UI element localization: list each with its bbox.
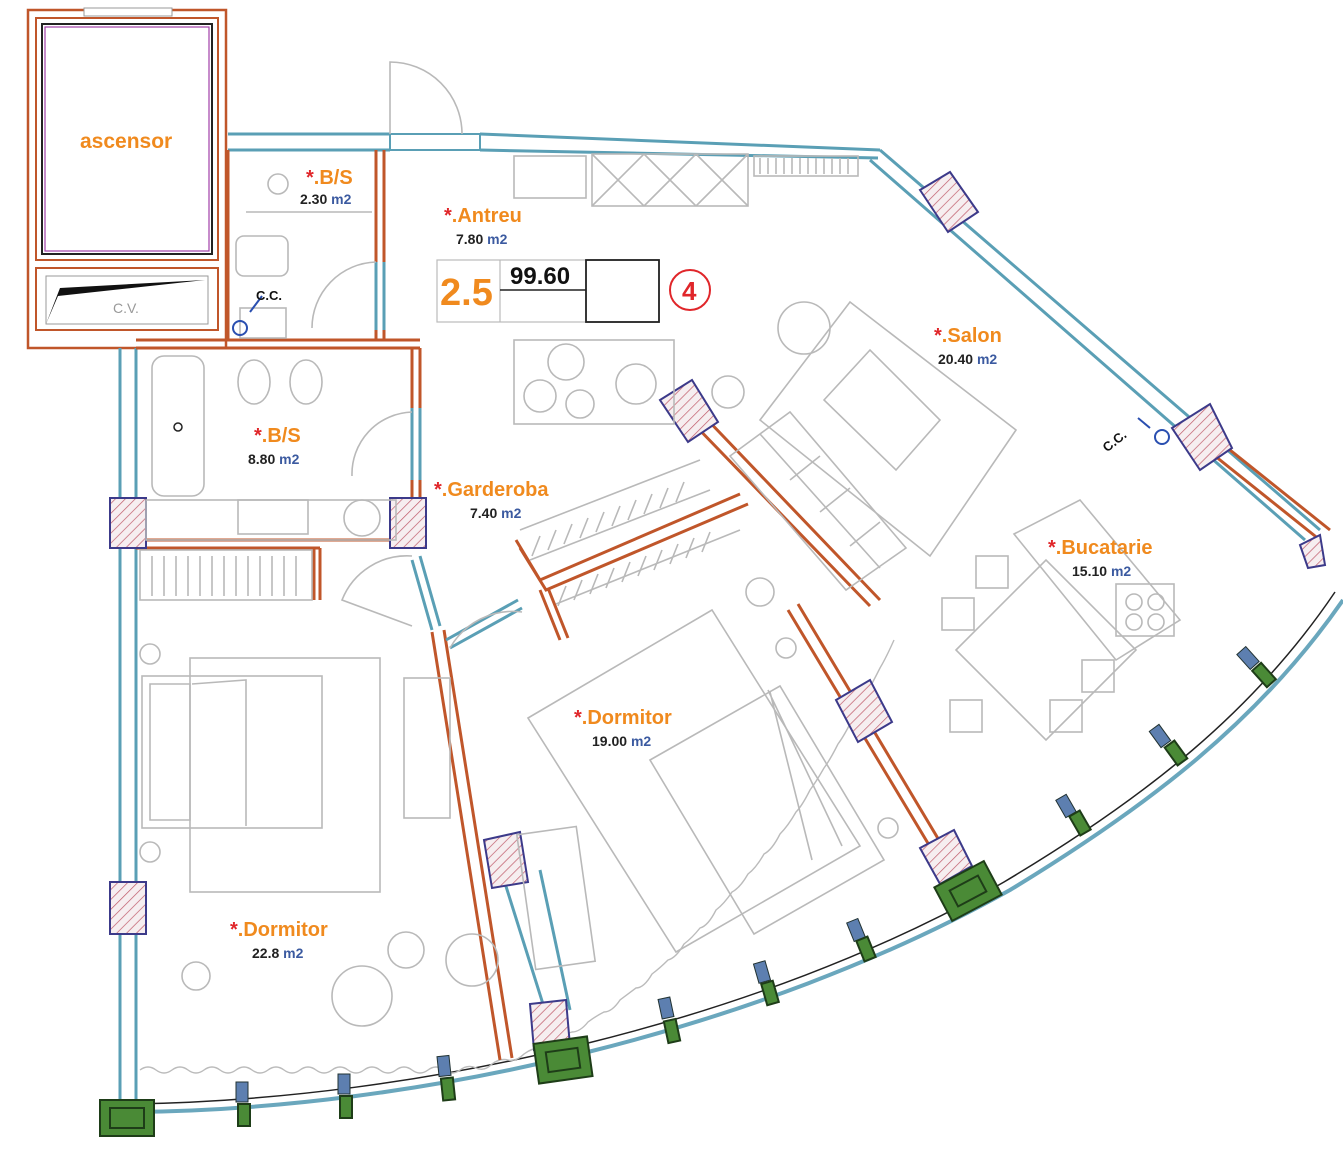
apartment-number: 4 (682, 276, 697, 306)
bs-small-name: .B/S (314, 167, 353, 189)
svg-text:*.B/S: *.B/S (306, 167, 353, 189)
bs-small-unit: m2 (331, 191, 351, 207)
antreu-area: 7.80 (456, 231, 483, 247)
garderoba-unit: m2 (501, 505, 521, 521)
dormitor-left-area: 22.8 (252, 945, 279, 961)
svg-text:15.10 m2: 15.10 m2 (1072, 563, 1131, 579)
svg-text:19.00 m2: 19.00 m2 (592, 733, 651, 749)
garderoba-area: 7.40 (470, 505, 497, 521)
bs-large-unit: m2 (279, 451, 299, 467)
cc-label-right: C.C. (1100, 427, 1130, 455)
antreu-unit: m2 (487, 231, 507, 247)
svg-text:7.80 m2: 7.80 m2 (456, 231, 508, 247)
apartment-info-box: 2.5 99.60 4 (436, 259, 711, 323)
walls (118, 132, 1343, 1114)
dormitor-center-unit: m2 (631, 733, 651, 749)
bs-small-star: * (306, 167, 314, 189)
garderoba-star: * (434, 479, 442, 501)
labels: ascensor C.V. C.C. C.C. *.B/S 2.30 m2 *.… (80, 130, 1153, 961)
svg-text:*.Antreu: *.Antreu (444, 205, 522, 227)
bs-large-star: * (254, 425, 262, 447)
dormitor-center-area: 19.00 (592, 733, 627, 749)
svg-text:2.30 m2: 2.30 m2 (300, 191, 352, 207)
svg-text:*.Bucatarie: *.Bucatarie (1048, 537, 1153, 559)
dormitor-center-name: .Dormitor (582, 707, 672, 729)
bs-large-area: 8.80 (248, 451, 275, 467)
dormitor-center-star: * (574, 707, 582, 729)
bucatarie-area: 15.10 (1072, 563, 1107, 579)
svg-text:7.40 m2: 7.40 m2 (470, 505, 522, 521)
svg-text:*.Dormitor: *.Dormitor (574, 707, 672, 729)
bs-large-name: .B/S (262, 425, 301, 447)
svg-text:20.40 m2: 20.40 m2 (938, 351, 997, 367)
svg-text:*.Salon: *.Salon (934, 325, 1002, 347)
salon-unit: m2 (977, 351, 997, 367)
antreu-star: * (444, 205, 452, 227)
svg-text:8.80 m2: 8.80 m2 (248, 451, 300, 467)
svg-text:*.Dormitor: *.Dormitor (230, 919, 328, 941)
cc-label-left: C.C. (256, 288, 282, 303)
dormitor-left-unit: m2 (283, 945, 303, 961)
elevator-label: ascensor (80, 130, 172, 153)
bs-small-area: 2.30 (300, 191, 327, 207)
salon-name: .Salon (942, 325, 1002, 347)
dormitor-left-name: .Dormitor (238, 919, 328, 941)
furniture (139, 61, 1182, 1027)
bucatarie-unit: m2 (1111, 563, 1131, 579)
salon-star: * (934, 325, 942, 347)
svg-text:*.Garderoba: *.Garderoba (434, 479, 549, 501)
bucatarie-name: .Bucatarie (1056, 537, 1153, 559)
dormitor-left-star: * (230, 919, 238, 941)
rooms-count: 2.5 (440, 272, 493, 314)
svg-text:*.B/S: *.B/S (254, 425, 301, 447)
cv-label: C.V. (113, 300, 139, 316)
bucatarie-star: * (1048, 537, 1056, 559)
salon-area: 20.40 (938, 351, 973, 367)
total-area: 99.60 (510, 263, 570, 290)
facade-pillars (99, 645, 1278, 1137)
elevator-shaft (26, 7, 228, 350)
antreu-name: .Antreu (452, 205, 522, 227)
svg-text:22.8 m2: 22.8 m2 (252, 945, 304, 961)
garderoba-name: .Garderoba (442, 479, 550, 501)
